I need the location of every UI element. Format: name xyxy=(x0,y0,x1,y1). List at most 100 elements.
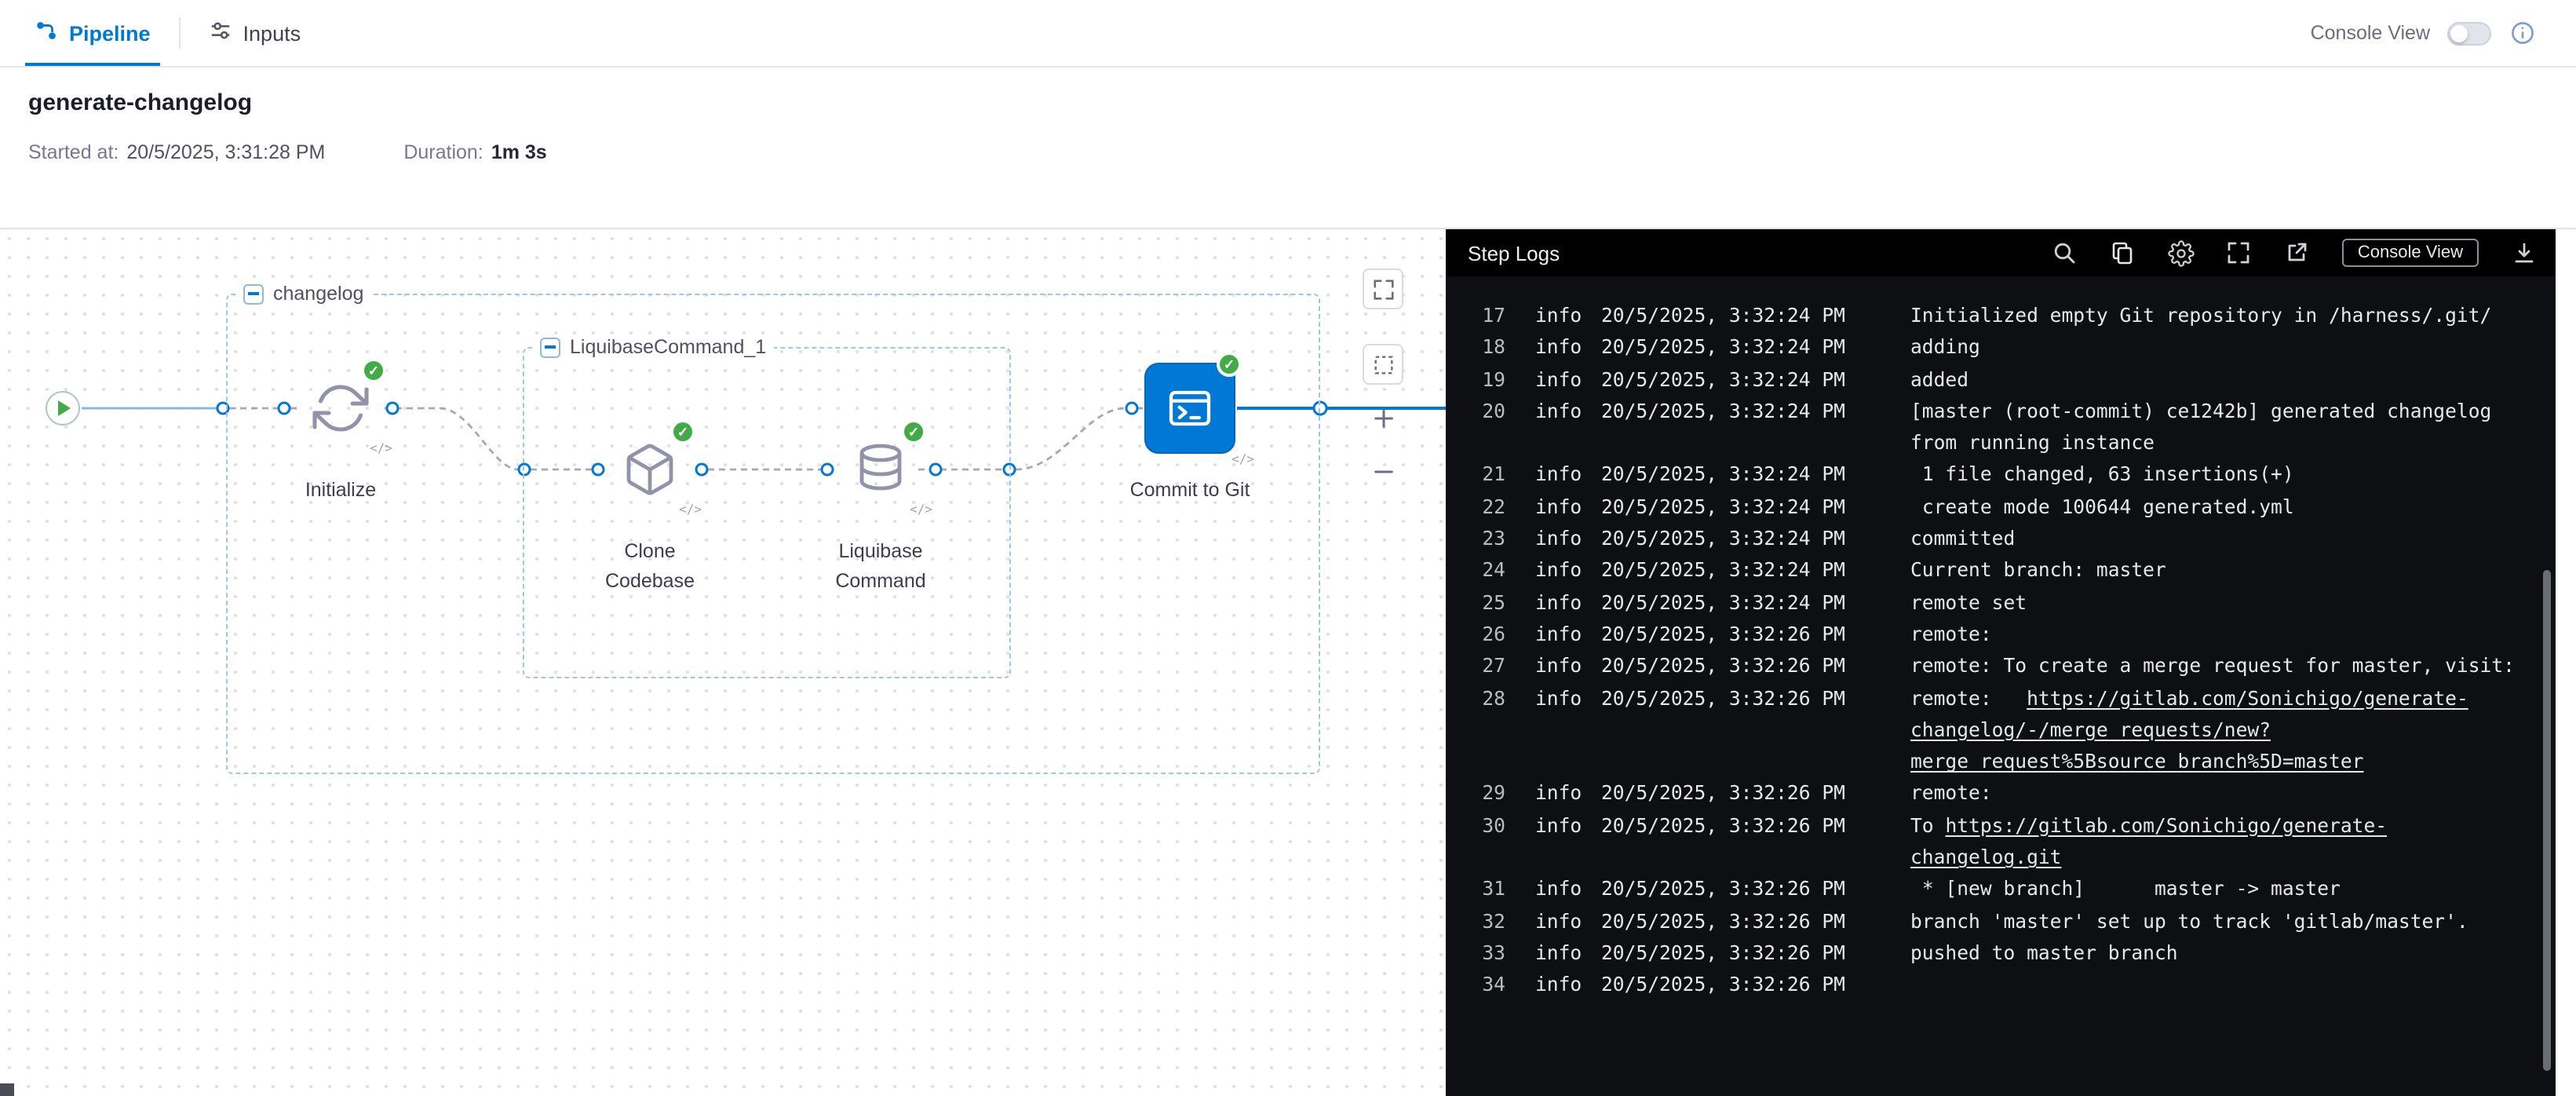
node-liquibase-command[interactable]: ✓ </> xyxy=(843,419,932,517)
log-timestamp: 20/5/2025, 3:32:24 PM xyxy=(1601,305,1845,327)
duration-value: 1m 3s xyxy=(491,141,547,163)
log-line-number: 28 xyxy=(1482,687,1505,710)
node-initialize[interactable]: ✓ </> xyxy=(303,358,392,455)
log-text: adding xyxy=(1910,336,1980,359)
log-level: info xyxy=(1535,687,1582,710)
log-message: create mode 100644 generated.yml xyxy=(1910,491,2540,524)
log-message: remote: xyxy=(1910,778,2540,810)
log-timestamp: 20/5/2025, 3:32:24 PM xyxy=(1601,559,1845,582)
stage-name: changelog xyxy=(273,283,364,305)
log-text: added xyxy=(1910,368,1969,391)
node-commit-to-git[interactable]: ✓ </> xyxy=(1144,352,1254,466)
log-text: remote: xyxy=(1910,687,2027,710)
log-message: committed xyxy=(1910,523,2540,555)
stage-label[interactable]: changelog xyxy=(235,281,372,306)
log-message: Initialized empty Git repository in /har… xyxy=(1910,300,2540,332)
download-icon[interactable] xyxy=(2510,239,2537,266)
log-text: create mode 100644 generated.yml xyxy=(1910,495,2294,518)
log-level: info xyxy=(1535,974,1582,996)
tab-pipeline[interactable]: Pipeline xyxy=(9,0,176,66)
code-badge-icon: </> xyxy=(370,441,392,455)
copy-icon[interactable] xyxy=(2110,239,2136,266)
log-message: [master (root-commit) ce1242b] generated… xyxy=(1910,396,2540,459)
log-row: 20 info 20/5/2025, 3:32:24 PM [master (r… xyxy=(1468,396,2540,459)
zoom-out-button[interactable] xyxy=(1363,451,1403,491)
log-row: 17 info 20/5/2025, 3:32:24 PM Initialize… xyxy=(1468,300,2540,332)
started-label: Started at: xyxy=(28,141,119,163)
log-line-number: 34 xyxy=(1482,974,1505,996)
stepgroup-label[interactable]: LiquibaseCommand_1 xyxy=(532,334,775,360)
log-text: Initialized empty Git repository in /har… xyxy=(1910,305,2492,327)
settings-gear-icon[interactable] xyxy=(2168,239,2195,266)
log-scrollbar-thumb[interactable] xyxy=(2543,570,2551,1071)
log-timestamp: 20/5/2025, 3:32:26 PM xyxy=(1601,941,1845,964)
log-level: info xyxy=(1535,655,1582,678)
fullscreen-icon[interactable] xyxy=(2226,239,2253,266)
log-row: 34 info 20/5/2025, 3:32:26 PM xyxy=(1468,969,2540,1001)
info-icon[interactable] xyxy=(2508,20,2535,46)
node-clone-codebase[interactable]: ✓ </> xyxy=(612,419,702,517)
log-row: 33 info 20/5/2025, 3:32:26 PM pushed to … xyxy=(1468,937,2540,970)
console-view-toggle[interactable] xyxy=(2447,21,2491,45)
log-timestamp: 20/5/2025, 3:32:26 PM xyxy=(1601,687,1845,710)
log-line-number: 31 xyxy=(1482,878,1505,901)
marquee-select-button[interactable] xyxy=(1363,344,1403,385)
log-row: 28 info 20/5/2025, 3:32:26 PM remote: ht… xyxy=(1468,682,2540,778)
log-row: 32 info 20/5/2025, 3:32:26 PM branch 'ma… xyxy=(1468,905,2540,937)
console-view-button[interactable]: Console View xyxy=(2341,239,2479,267)
open-in-new-icon[interactable] xyxy=(2284,239,2311,266)
log-timestamp: 20/5/2025, 3:32:24 PM xyxy=(1601,528,1845,550)
success-check-icon: ✓ xyxy=(361,358,386,383)
search-icon[interactable] xyxy=(2052,239,2078,266)
log-row: 27 info 20/5/2025, 3:32:26 PM remote: To… xyxy=(1468,651,2540,683)
collapse-group-icon[interactable] xyxy=(540,337,560,357)
node-commit-to-git-label: Commit to Git xyxy=(1129,479,1250,501)
pipeline-canvas[interactable]: changelog LiquibaseCommand_1 ✓ </> Initi… xyxy=(0,229,1446,1096)
zoom-to-fit-button[interactable] xyxy=(1363,269,1403,309)
log-line-number: 25 xyxy=(1482,591,1505,614)
tab-inputs[interactable]: Inputs xyxy=(184,0,327,66)
log-level: info xyxy=(1535,814,1582,837)
log-level: info xyxy=(1535,623,1582,645)
refresh-icon xyxy=(312,385,369,432)
stepgroup-boundary xyxy=(523,347,1011,678)
log-level: info xyxy=(1535,591,1582,614)
collapse-stage-icon[interactable] xyxy=(243,283,264,304)
stage-boundary xyxy=(226,294,1320,774)
log-link[interactable]: https://gitlab.com/Sonichigo/generate-ch… xyxy=(1910,687,2468,773)
log-text: pushed to master branch xyxy=(1910,941,2178,964)
log-message: Current branch: master xyxy=(1910,555,2540,587)
log-message: branch 'master' set up to track 'gitlab/… xyxy=(1910,905,2540,937)
log-line-number: 26 xyxy=(1482,623,1505,645)
log-panel-title: Step Logs xyxy=(1468,241,1560,265)
success-check-icon: ✓ xyxy=(901,419,926,444)
log-row: 31 info 20/5/2025, 3:32:26 PM * [new bra… xyxy=(1468,874,2540,906)
tab-pipeline-label: Pipeline xyxy=(69,21,151,45)
log-line-number: 23 xyxy=(1482,528,1505,550)
log-toolbar: Console View xyxy=(2052,239,2537,267)
log-text: To xyxy=(1910,814,1946,837)
log-level: info xyxy=(1535,495,1582,518)
terminal-icon xyxy=(1169,390,1211,426)
log-message: pushed to master branch xyxy=(1910,937,2540,970)
log-timestamp: 20/5/2025, 3:32:26 PM xyxy=(1601,655,1845,678)
log-line-number: 18 xyxy=(1482,336,1505,359)
log-row: 24 info 20/5/2025, 3:32:24 PM Current br… xyxy=(1468,555,2540,587)
log-link[interactable]: https://gitlab.com/Sonichigo/generate-ch… xyxy=(1910,814,2388,869)
log-line-number: 27 xyxy=(1482,655,1505,678)
log-body[interactable]: 17 info 20/5/2025, 3:32:24 PM Initialize… xyxy=(1446,276,2556,1001)
log-message: remote: xyxy=(1910,619,2540,651)
canvas-controls xyxy=(1363,269,1403,491)
code-badge-icon: </> xyxy=(910,502,932,517)
pipeline-start-node[interactable] xyxy=(46,391,80,426)
console-view-label: Console View xyxy=(2310,22,2430,44)
tab-inputs-label: Inputs xyxy=(243,21,301,45)
log-line-number: 29 xyxy=(1482,782,1505,805)
pipeline-icon xyxy=(35,19,58,47)
log-text: remote: To create a merge request for ma… xyxy=(1910,655,2515,678)
log-text: branch 'master' set up to track 'gitlab/… xyxy=(1910,910,2468,933)
canvas-scroll-corner xyxy=(0,1083,14,1096)
node-clone-codebase-label: Clone Codebase xyxy=(605,540,695,593)
log-timestamp: 20/5/2025, 3:32:24 PM xyxy=(1601,591,1845,614)
zoom-in-button[interactable] xyxy=(1363,397,1403,438)
